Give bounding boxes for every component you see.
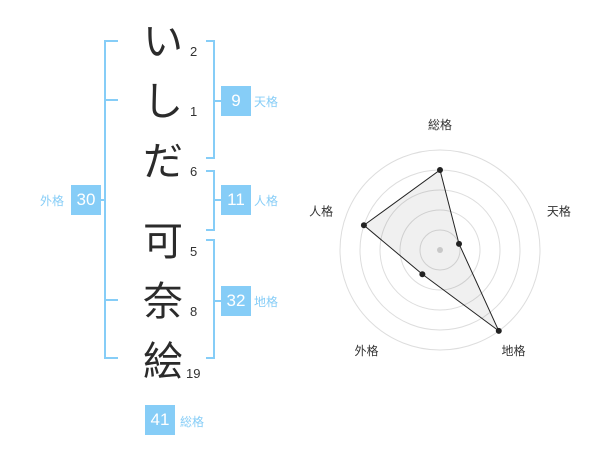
jinkaku-value-badge: 11	[221, 185, 251, 215]
jinkaku-label: 人格	[254, 194, 279, 208]
chikaku-label: 地格	[254, 295, 279, 309]
radar-point	[437, 167, 443, 173]
radar-axis-label: 総格	[428, 117, 452, 132]
radar-grid-ring	[379, 189, 501, 311]
chikaku-value-badge: 32	[221, 286, 251, 316]
stroke-count: 5	[190, 244, 198, 259]
radar-axis-label: 外格	[355, 343, 379, 358]
name-char: い	[143, 19, 183, 65]
radar-axis-label: 人格	[309, 203, 333, 218]
name-char: 可	[143, 219, 183, 265]
chikaku-bracket	[206, 239, 215, 359]
soukaku-label: 総格	[180, 415, 205, 429]
radar-points	[360, 167, 502, 334]
gaikaku-value-badge: 30	[71, 185, 101, 215]
radar-point	[360, 222, 367, 229]
name-char: 絵	[143, 339, 183, 385]
tenkaku-label: 天格	[254, 95, 279, 109]
gaikaku-label: 外格	[40, 194, 65, 208]
name-char: し	[143, 79, 183, 125]
tenkaku-value-badge: 9	[221, 86, 251, 116]
radar-grid-ring	[339, 149, 541, 351]
stroke-count: 1	[190, 104, 198, 119]
radar-center-dot	[437, 247, 443, 253]
radar-grid-ring	[419, 229, 461, 271]
soukaku-value-badge: 41	[145, 405, 175, 435]
stroke-count: 2	[190, 44, 198, 59]
radar-point	[495, 327, 502, 334]
stroke-count: 19	[186, 366, 201, 381]
radar-axis-label: 天格	[547, 203, 571, 218]
radar-point	[419, 271, 426, 278]
radar-axis-label: 地格	[501, 343, 525, 358]
tenkaku-bracket	[206, 40, 215, 159]
radar-grid-ring	[399, 209, 481, 291]
stroke-count: 8	[190, 304, 198, 319]
radar-point	[456, 240, 463, 247]
name-char: 奈	[143, 279, 183, 325]
stroke-count: 6	[190, 164, 198, 179]
name-char: だ	[143, 139, 183, 185]
radar-polygon	[363, 169, 500, 332]
